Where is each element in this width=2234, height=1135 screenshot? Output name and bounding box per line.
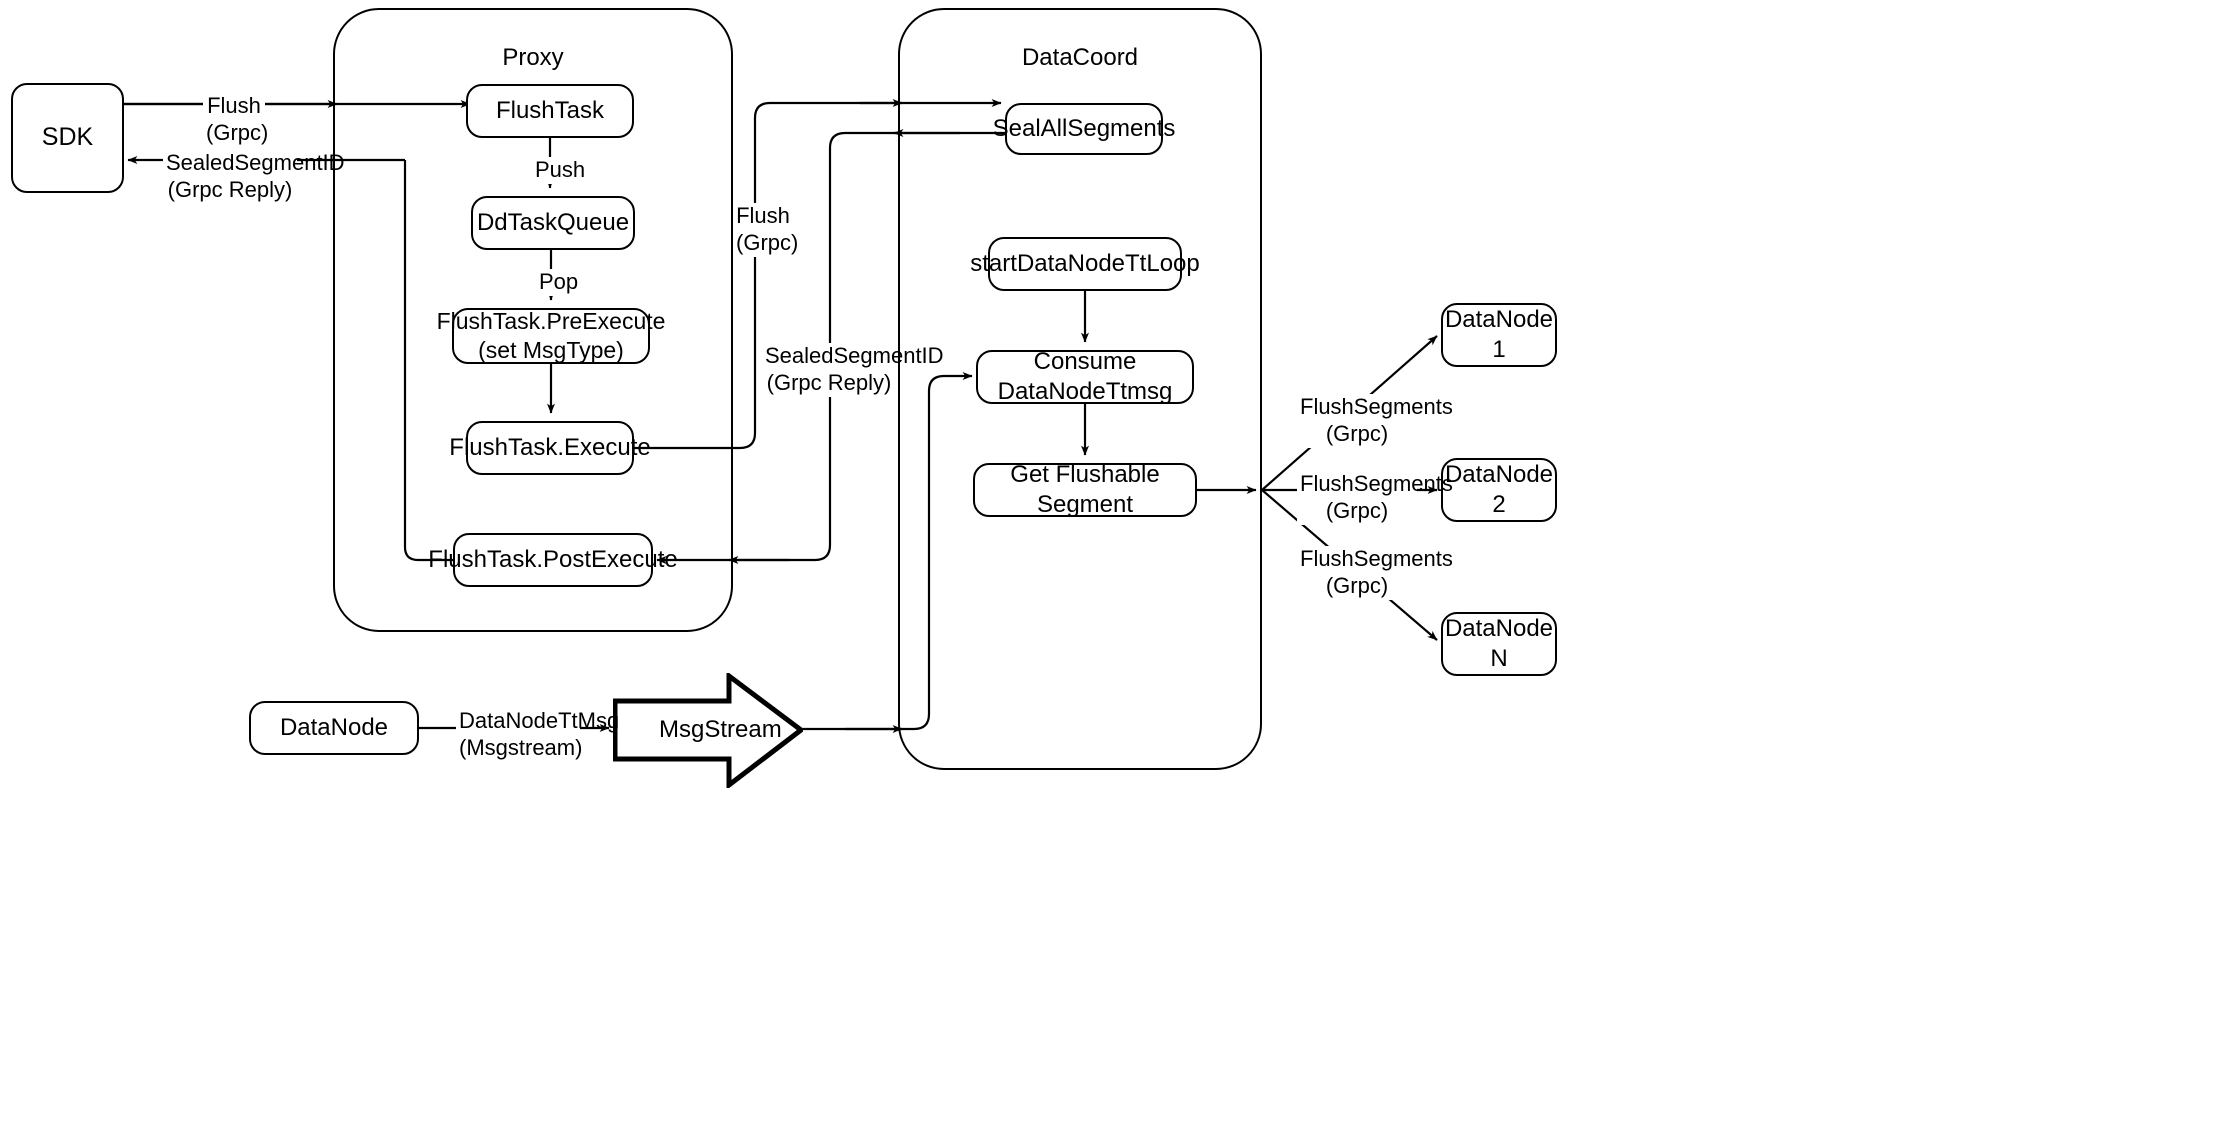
container-title-datacoord: DataCoord [1021, 44, 1139, 71]
node-sealallsegments[interactable]: SealAllSegments [993, 103, 1175, 155]
node-startdatanodettloop[interactable]: startDataNodeTtLoop [970, 237, 1200, 291]
node-flushtask[interactable]: FlushTask [466, 84, 634, 138]
edge-label-sealedsegmentid-grpc-reply-sdk: SealedSegmentID (Grpc Reply) [163, 150, 345, 204]
edge-label-push: Push [532, 157, 585, 184]
node-datanode-n[interactable]: DataNode N [1441, 612, 1557, 676]
edge-label-sealedsegmentid-grpc-reply-proxy: SealedSegmentID (Grpc Reply) [762, 343, 944, 397]
edge-label-pop: Pop [536, 269, 578, 296]
edge-label-datanodettmsg-msgstream: DataNodeTtMsg (Msgstream) [456, 708, 619, 762]
node-consume-datanodettmsg[interactable]: Consume DataNodeTtmsg [976, 348, 1194, 405]
edge-label-flushsegments-grpc-n: FlushSegments (Grpc) [1297, 546, 1453, 600]
container-title-proxy: Proxy [502, 44, 564, 71]
node-flushtask-preexecute[interactable]: FlushTask.PreExecute (set MsgType) [436, 308, 666, 364]
node-flushtask-postexecute[interactable]: FlushTask.PostExecute [428, 533, 678, 587]
node-msgstream-label: MsgStream [659, 716, 782, 743]
edge-label-flush-grpc-sdk: Flush (Grpc) [203, 93, 268, 147]
node-get-flushable-segment[interactable]: Get Flushable Segment [973, 461, 1197, 518]
edge-label-flushsegments-grpc-2: FlushSegments (Grpc) [1297, 471, 1453, 525]
node-datanode-1[interactable]: DataNode 1 [1441, 303, 1557, 367]
edge-label-flush-grpc-proxy: Flush (Grpc) [733, 203, 798, 257]
node-datanode-2[interactable]: DataNode 2 [1441, 458, 1557, 522]
edge-label-flushsegments-grpc-1: FlushSegments (Grpc) [1297, 394, 1453, 448]
node-sdk[interactable]: SDK [11, 83, 124, 193]
node-msgstream[interactable] [612, 671, 806, 791]
node-ddtaskqueue[interactable]: DdTaskQueue [471, 196, 635, 250]
node-flushtask-execute[interactable]: FlushTask.Execute [449, 421, 651, 475]
node-datanode-bottom[interactable]: DataNode [249, 701, 419, 755]
